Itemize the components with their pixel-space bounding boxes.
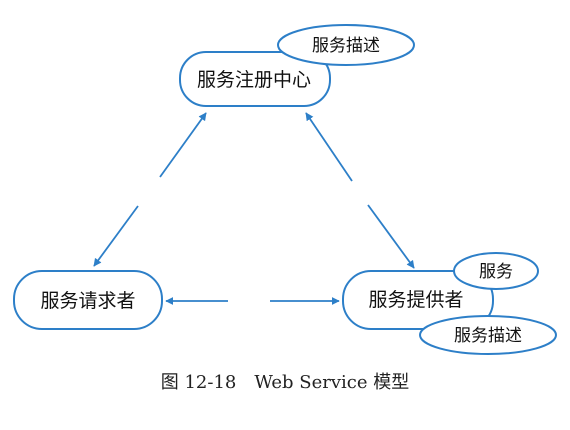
registry-description-label: 服务描述 [312,36,380,56]
provider-service-tag: 服务 [453,252,539,290]
registry-to-requester-arrow [93,205,139,267]
registry-node: 服务注册中心 [179,51,331,107]
web-service-model-diagram: 服务注册中心 服务描述 服务请求者 服务提供者 服务 服务描述 [13,24,557,355]
provider-service-label: 服务 [479,262,513,282]
figure-caption: 图 12-18 Web Service 模型 [0,368,570,394]
registry-node-label: 服务注册中心 [197,69,311,91]
provider-description-label: 服务描述 [454,326,522,346]
requester-node: 服务请求者 [13,270,163,330]
provider-node-label: 服务提供者 [368,289,463,311]
registry-description-tag: 服务描述 [277,24,415,66]
provider-to-registry-arrow [305,112,353,182]
figure-number: 图 12-18 [160,372,237,393]
registry-to-provider-arrow [367,204,415,269]
provider-description-tag: 服务描述 [419,315,557,355]
figure-title: Web Service 模型 [254,372,410,393]
provider-node: 服务提供者 [342,270,494,330]
requester-node-label: 服务请求者 [40,290,135,312]
requester-to-registry-arrow [159,112,207,178]
